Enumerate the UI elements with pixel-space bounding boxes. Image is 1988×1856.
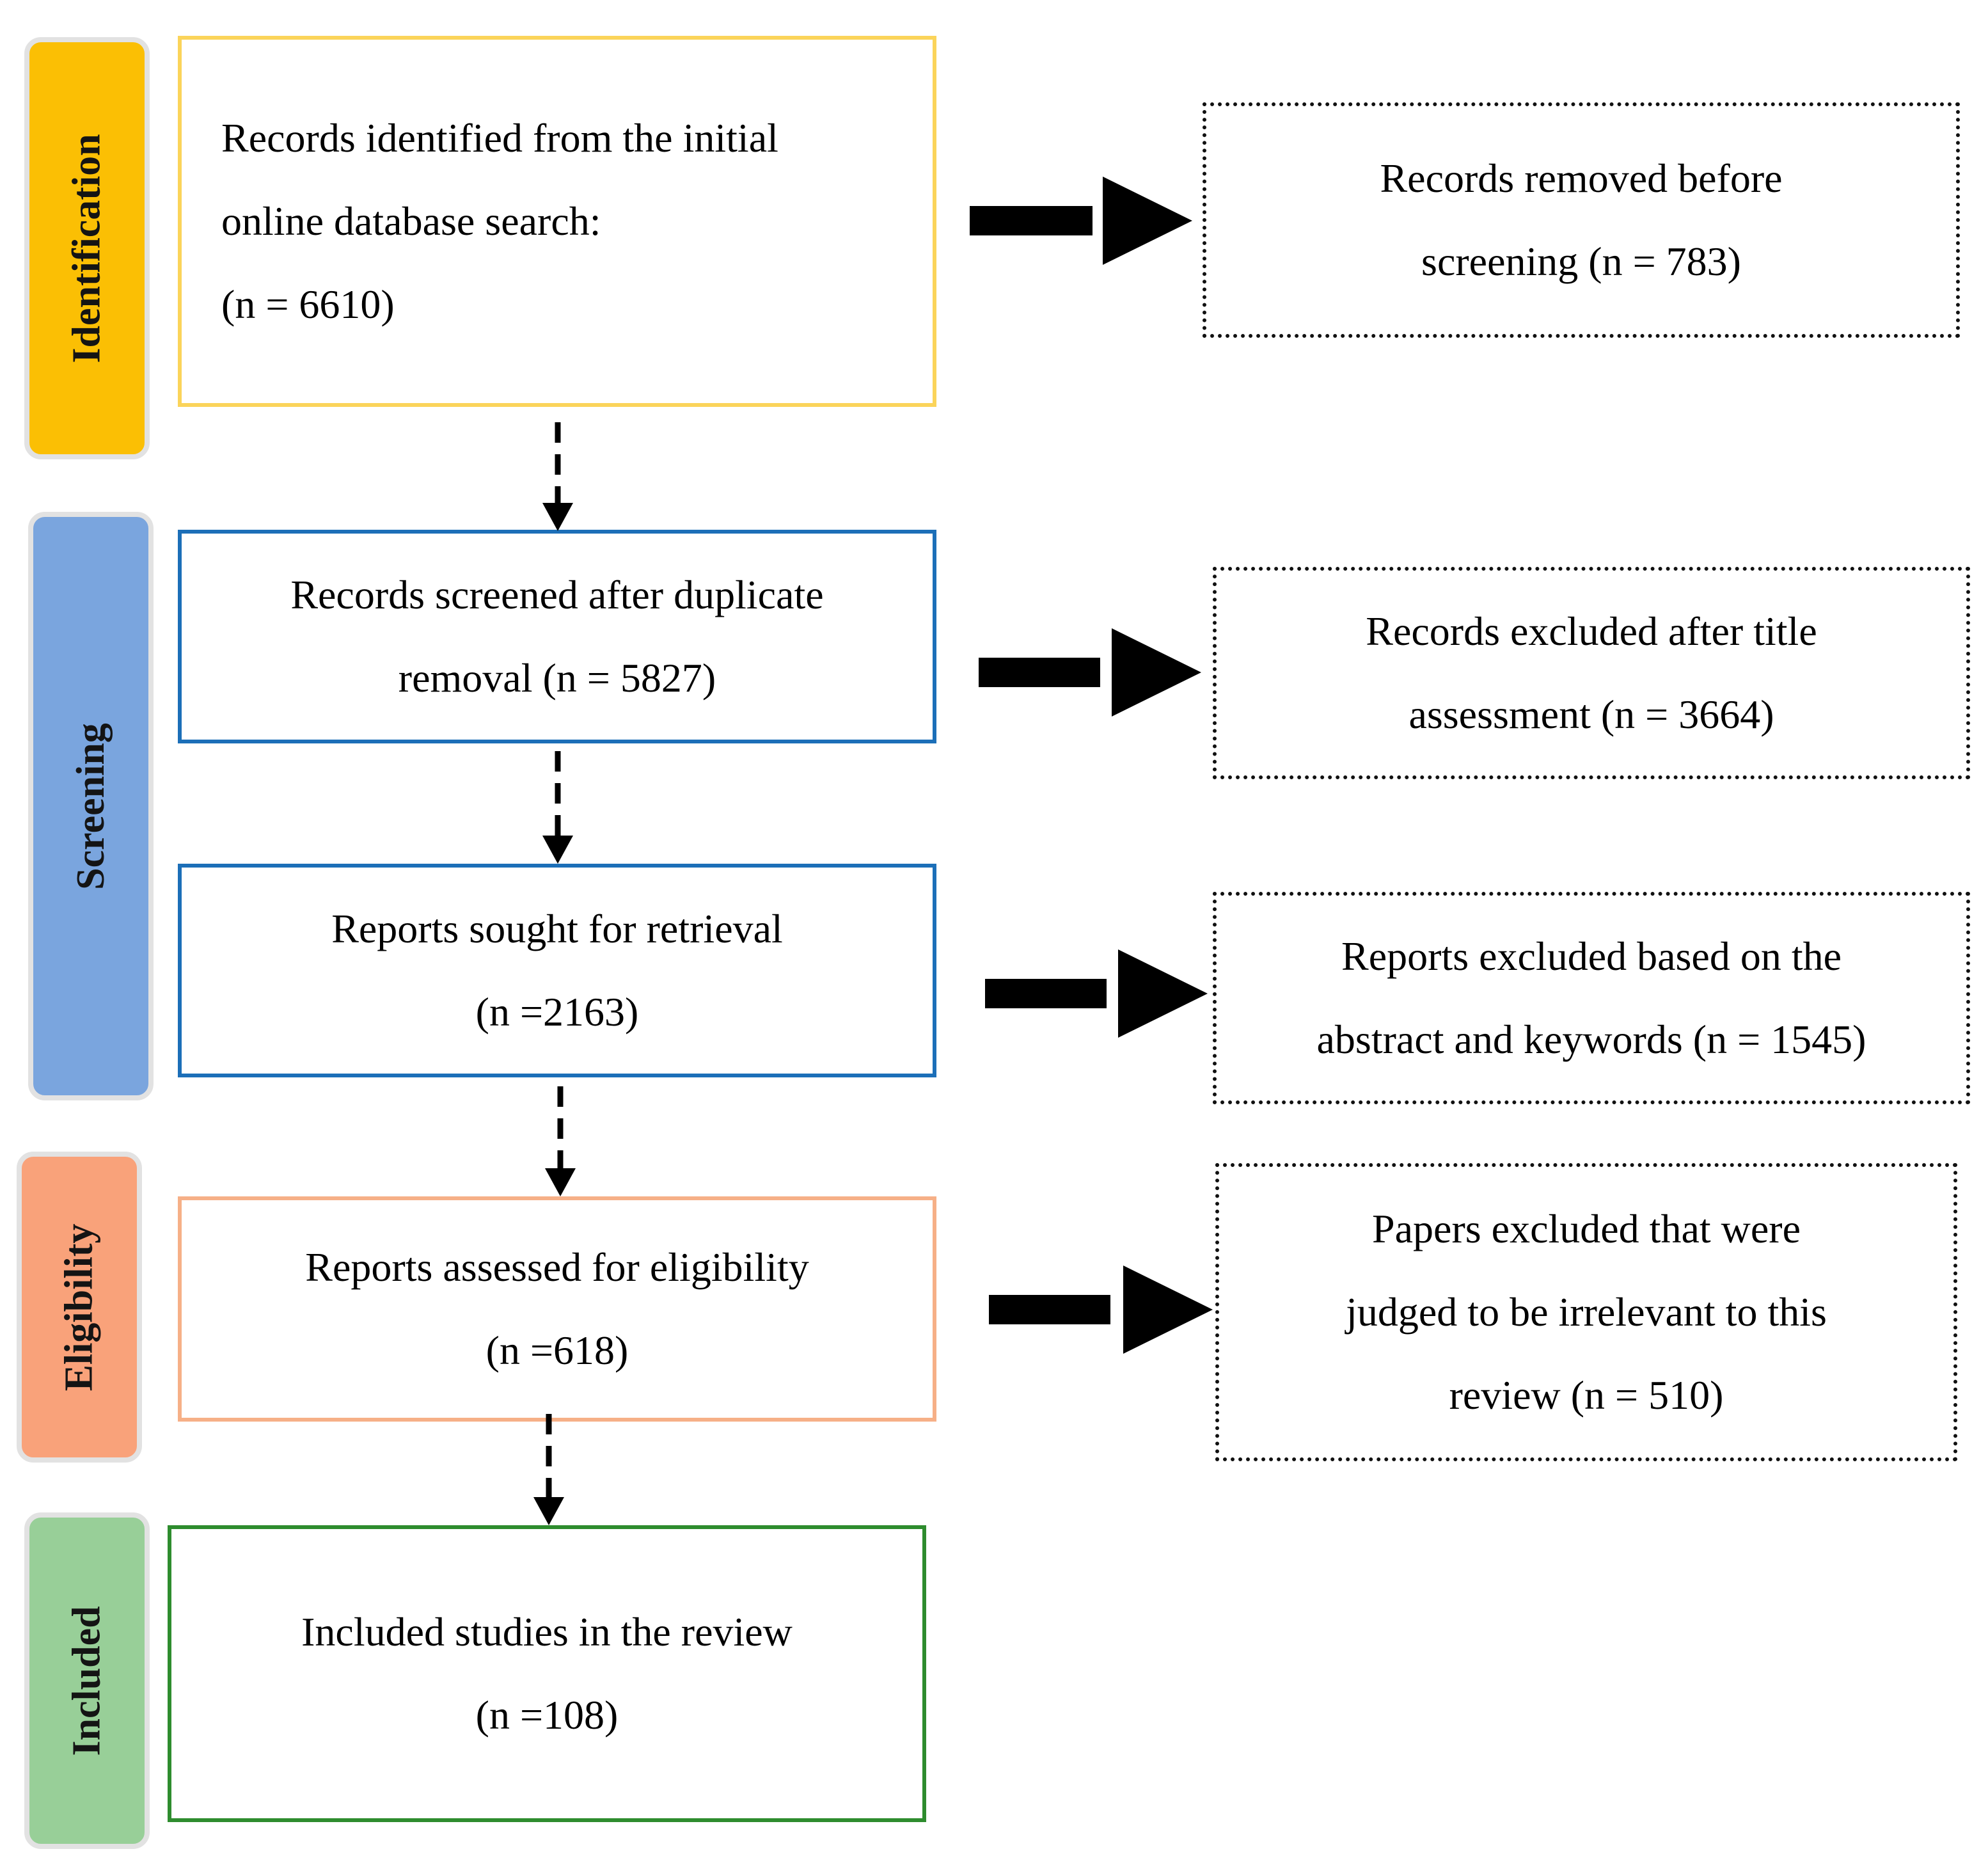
papers-excluded-irrelevant-box: Papers excluded that were judged to be i… <box>1215 1163 1957 1461</box>
reports-assessed-box: Reports assessed for eligibility (n =618… <box>178 1196 936 1422</box>
records-identified-box: Records identified from the initial onli… <box>178 36 936 407</box>
phase-label-identification-text: Identification <box>65 133 109 363</box>
right-arrow-2 <box>979 628 1201 717</box>
phase-label-identification: Identification <box>24 37 150 459</box>
down-arrow-1 <box>542 422 573 531</box>
phase-label-included-text: Included <box>65 1605 109 1756</box>
down-arrow-3 <box>545 1086 576 1196</box>
records-removed-box: Records removed before screening (n = 78… <box>1203 102 1960 338</box>
right-arrow-3 <box>985 949 1208 1038</box>
included-studies-box: Included studies in the review (n =108) <box>168 1525 926 1822</box>
right-arrow-4 <box>989 1265 1213 1354</box>
down-arrow-4 <box>533 1414 564 1525</box>
reports-sought-box: Reports sought for retrieval (n =2163) <box>178 864 936 1077</box>
phase-label-eligibility: Eligibility <box>17 1152 142 1463</box>
right-arrow-1 <box>970 177 1192 265</box>
phase-label-screening: Screening <box>28 512 154 1100</box>
records-excluded-title-box: Records excluded after title assessment … <box>1213 567 1970 779</box>
phase-label-included: Included <box>24 1512 150 1849</box>
down-arrow-2 <box>542 751 573 864</box>
phase-label-screening-text: Screening <box>68 722 113 890</box>
records-screened-box: Records screened after duplicate removal… <box>178 530 936 743</box>
reports-excluded-abstract-box: Reports excluded based on the abstract a… <box>1213 892 1970 1104</box>
phase-label-eligibility-text: Eligibility <box>57 1223 101 1391</box>
